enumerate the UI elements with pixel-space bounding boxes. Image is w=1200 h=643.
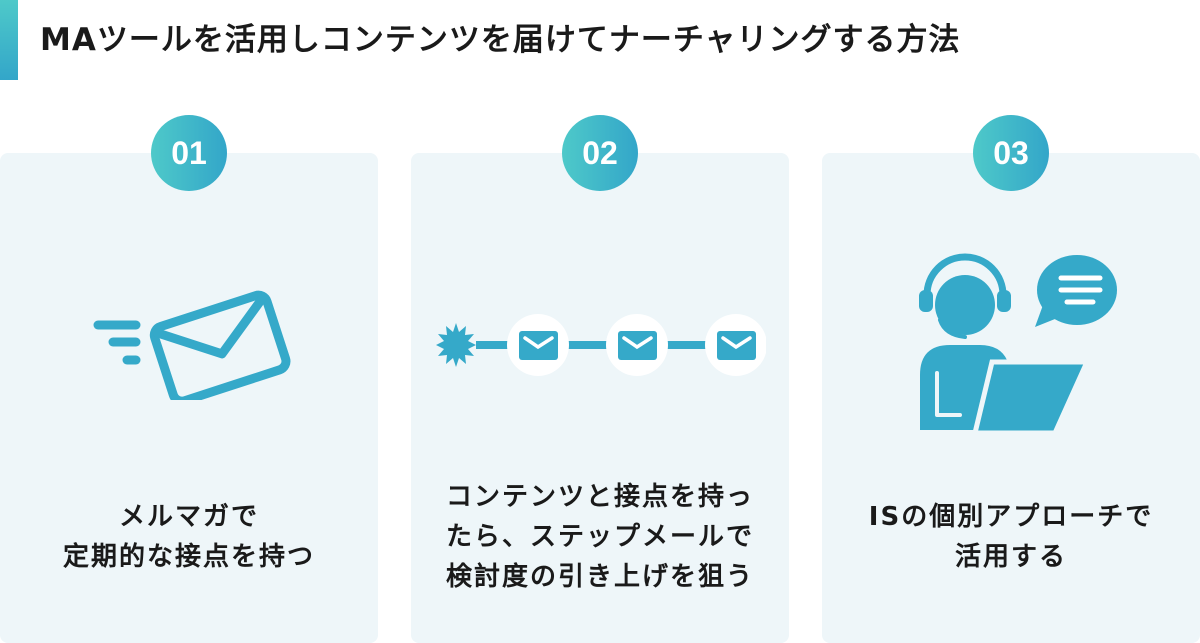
caption-line: 検討度の引き上げを狙う bbox=[445, 562, 754, 592]
caption-line: 定期的な接点を持つ bbox=[62, 542, 315, 572]
starburst-icon bbox=[436, 323, 476, 367]
flying-envelope-icon bbox=[92, 285, 292, 406]
caption-line: メルマガで bbox=[118, 502, 259, 532]
headset-operator-laptop-icon bbox=[915, 250, 1125, 444]
step-caption-3: ISの個別アプローチで 活用する bbox=[822, 497, 1200, 577]
caption-line: たら、ステップメールで bbox=[445, 522, 754, 552]
page-title: MAツールを活用しコンテンツを届けてナーチャリングする方法 bbox=[40, 22, 961, 58]
step-number-badge-2: 02 bbox=[562, 115, 638, 191]
step-mail-sequence-icon bbox=[436, 310, 767, 384]
caption-line: 活用する bbox=[954, 542, 1067, 572]
step-caption-1: メルマガで 定期的な接点を持つ bbox=[0, 497, 378, 577]
caption-line: ISの個別アプローチで bbox=[868, 502, 1154, 532]
step-caption-2: コンテンツと接点を持っ たら、ステップメールで 検討度の引き上げを狙う bbox=[411, 477, 789, 597]
caption-line: コンテンツと接点を持っ bbox=[445, 482, 754, 512]
step-number-badge-1: 01 bbox=[151, 115, 227, 191]
step-card-2 bbox=[411, 153, 789, 643]
title-accent-bar bbox=[0, 0, 18, 80]
step-number-badge-3: 03 bbox=[973, 115, 1049, 191]
